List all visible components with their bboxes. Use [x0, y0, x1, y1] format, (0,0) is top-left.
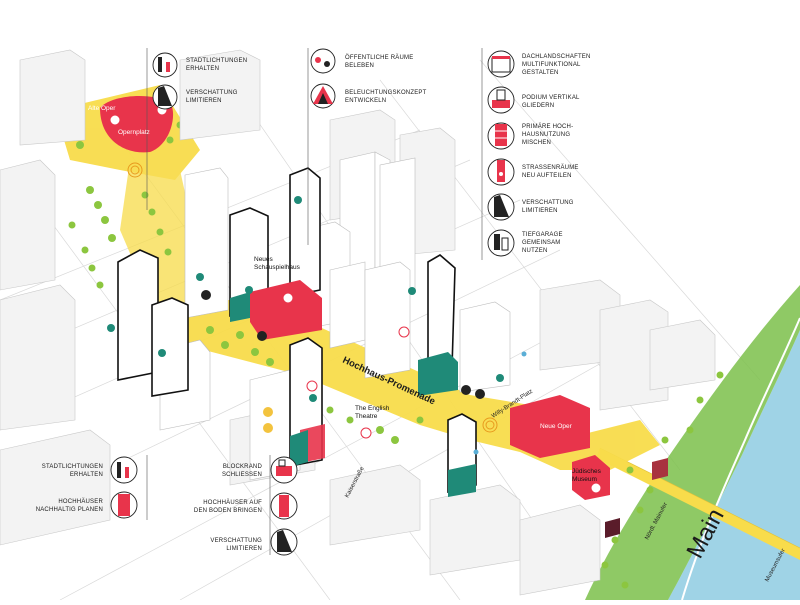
legend-text: BLOCKRAND: [223, 464, 263, 470]
riverbank-promenade: [681, 317, 800, 601]
legend-text: VERSCHATTUNG: [186, 90, 238, 96]
city-lights-icon: [152, 52, 178, 78]
legend-text: VERSCHATTUNG: [522, 200, 574, 206]
legend-text: LIMITIEREN: [522, 208, 558, 214]
label-juedisches-museum-2: Museum: [572, 476, 597, 483]
label-opernplatz: Opernplatz: [118, 129, 150, 136]
legend-text: BELEBEN: [345, 63, 374, 69]
legend-text: NACHHALTIG PLANEN: [36, 507, 103, 513]
legend-text: DACHLANDSCHAFTEN: [522, 54, 591, 60]
highlight-blocks: [100, 96, 668, 538]
legend-text: GLIEDERN: [522, 103, 554, 109]
bridge: [596, 448, 800, 560]
sustainable-highrise-icon: [110, 491, 138, 519]
legend-text: ERHALTEN: [70, 472, 103, 478]
lighting-icon: [310, 83, 336, 109]
legend-text: SCHLIESSEN: [222, 472, 262, 478]
leader-lines: [146, 48, 483, 555]
legend-text: HOCHHÄUSER AUF: [203, 499, 262, 506]
label-english-theatre-1: The English: [355, 405, 390, 412]
legend-top-mid: ÖFFENTLICHE RÄUME BELEBEN BELEUCHTUNGSKO…: [310, 48, 427, 109]
highlight-towers: [117, 167, 477, 494]
shading-icon: [270, 528, 298, 556]
legend-text: LIMITIEREN: [226, 546, 262, 552]
legend-text: NUTZEN: [522, 248, 548, 254]
legend-text: BELEUCHTUNGSKONZEPT: [345, 90, 427, 96]
riverbank-park: [585, 285, 800, 600]
legend-text: ERHALTEN: [186, 66, 219, 72]
legend-text: MISCHEN: [522, 140, 551, 146]
label-english-theatre-2: Theatre: [355, 413, 378, 420]
legend-bottom-mid: BLOCKRAND SCHLIESSEN HOCHHÄUSER AUF DEN …: [194, 456, 298, 556]
legend-text: GESTALTEN: [522, 70, 559, 76]
legend-bottom-left: STADTLICHTUNGEN ERHALTEN HOCHHÄUSER NACH…: [36, 456, 138, 519]
city-lights-icon: [110, 456, 138, 484]
legend-text: VERSCHATTUNG: [210, 538, 262, 544]
public-space-icon: [310, 48, 336, 74]
parking-garage-icon: [487, 229, 515, 257]
shading-icon: [152, 84, 178, 110]
legend-text: LIMITIEREN: [186, 98, 222, 104]
podium-icon: [487, 86, 515, 114]
mixed-use-icon: [487, 122, 515, 150]
label-alte-oper: Alte Oper: [88, 105, 116, 112]
legend-text: STRASSENRÄUME: [522, 164, 579, 171]
legend-text: STADTLICHTUNGEN: [186, 58, 247, 64]
legend-top-left: STADTLICHTUNGEN ERHALTEN VERSCHATTUNG LI…: [152, 52, 247, 110]
legend-text: ENTWICKELN: [345, 98, 386, 104]
legend-text: GEMEINSAM: [522, 240, 560, 246]
label-neues-schauspielhaus-2: Schauspielhaus: [254, 264, 301, 271]
label-juedisches-museum-1: Jüdisches: [572, 468, 602, 475]
legend-text: MULTIFUNKTIONAL: [522, 62, 581, 68]
legend-text: HOCHHÄUSER: [58, 498, 103, 505]
legend-text: ÖFFENTLICHE RÄUME: [345, 54, 413, 61]
shading-icon: [487, 193, 515, 221]
legend-text: PRIMÄRE HOCH-: [522, 123, 573, 130]
legend-text: PODIUM VERTIKAL: [522, 95, 580, 101]
legend-top-right: DACHLANDSCHAFTEN MULTIFUNKTIONAL GESTALT…: [487, 50, 591, 257]
street-space-icon: [487, 158, 515, 186]
legend-text: HAUSNUTZUNG: [522, 132, 570, 138]
roof-landscape-icon: [487, 50, 515, 78]
block-edge-icon: [270, 456, 298, 484]
legend-text: DEN BODEN BRINGEN: [194, 508, 262, 514]
legend-text: NEU AUFTEILEN: [522, 173, 572, 179]
legend-text: TIEFGARAGE: [522, 232, 563, 238]
label-neue-oper: Neue Oper: [540, 423, 573, 430]
label-neues-schauspielhaus-1: Neues: [254, 256, 274, 263]
legend-text: STADTLICHTUNGEN: [42, 464, 103, 470]
grounded-highrise-icon: [270, 492, 298, 520]
